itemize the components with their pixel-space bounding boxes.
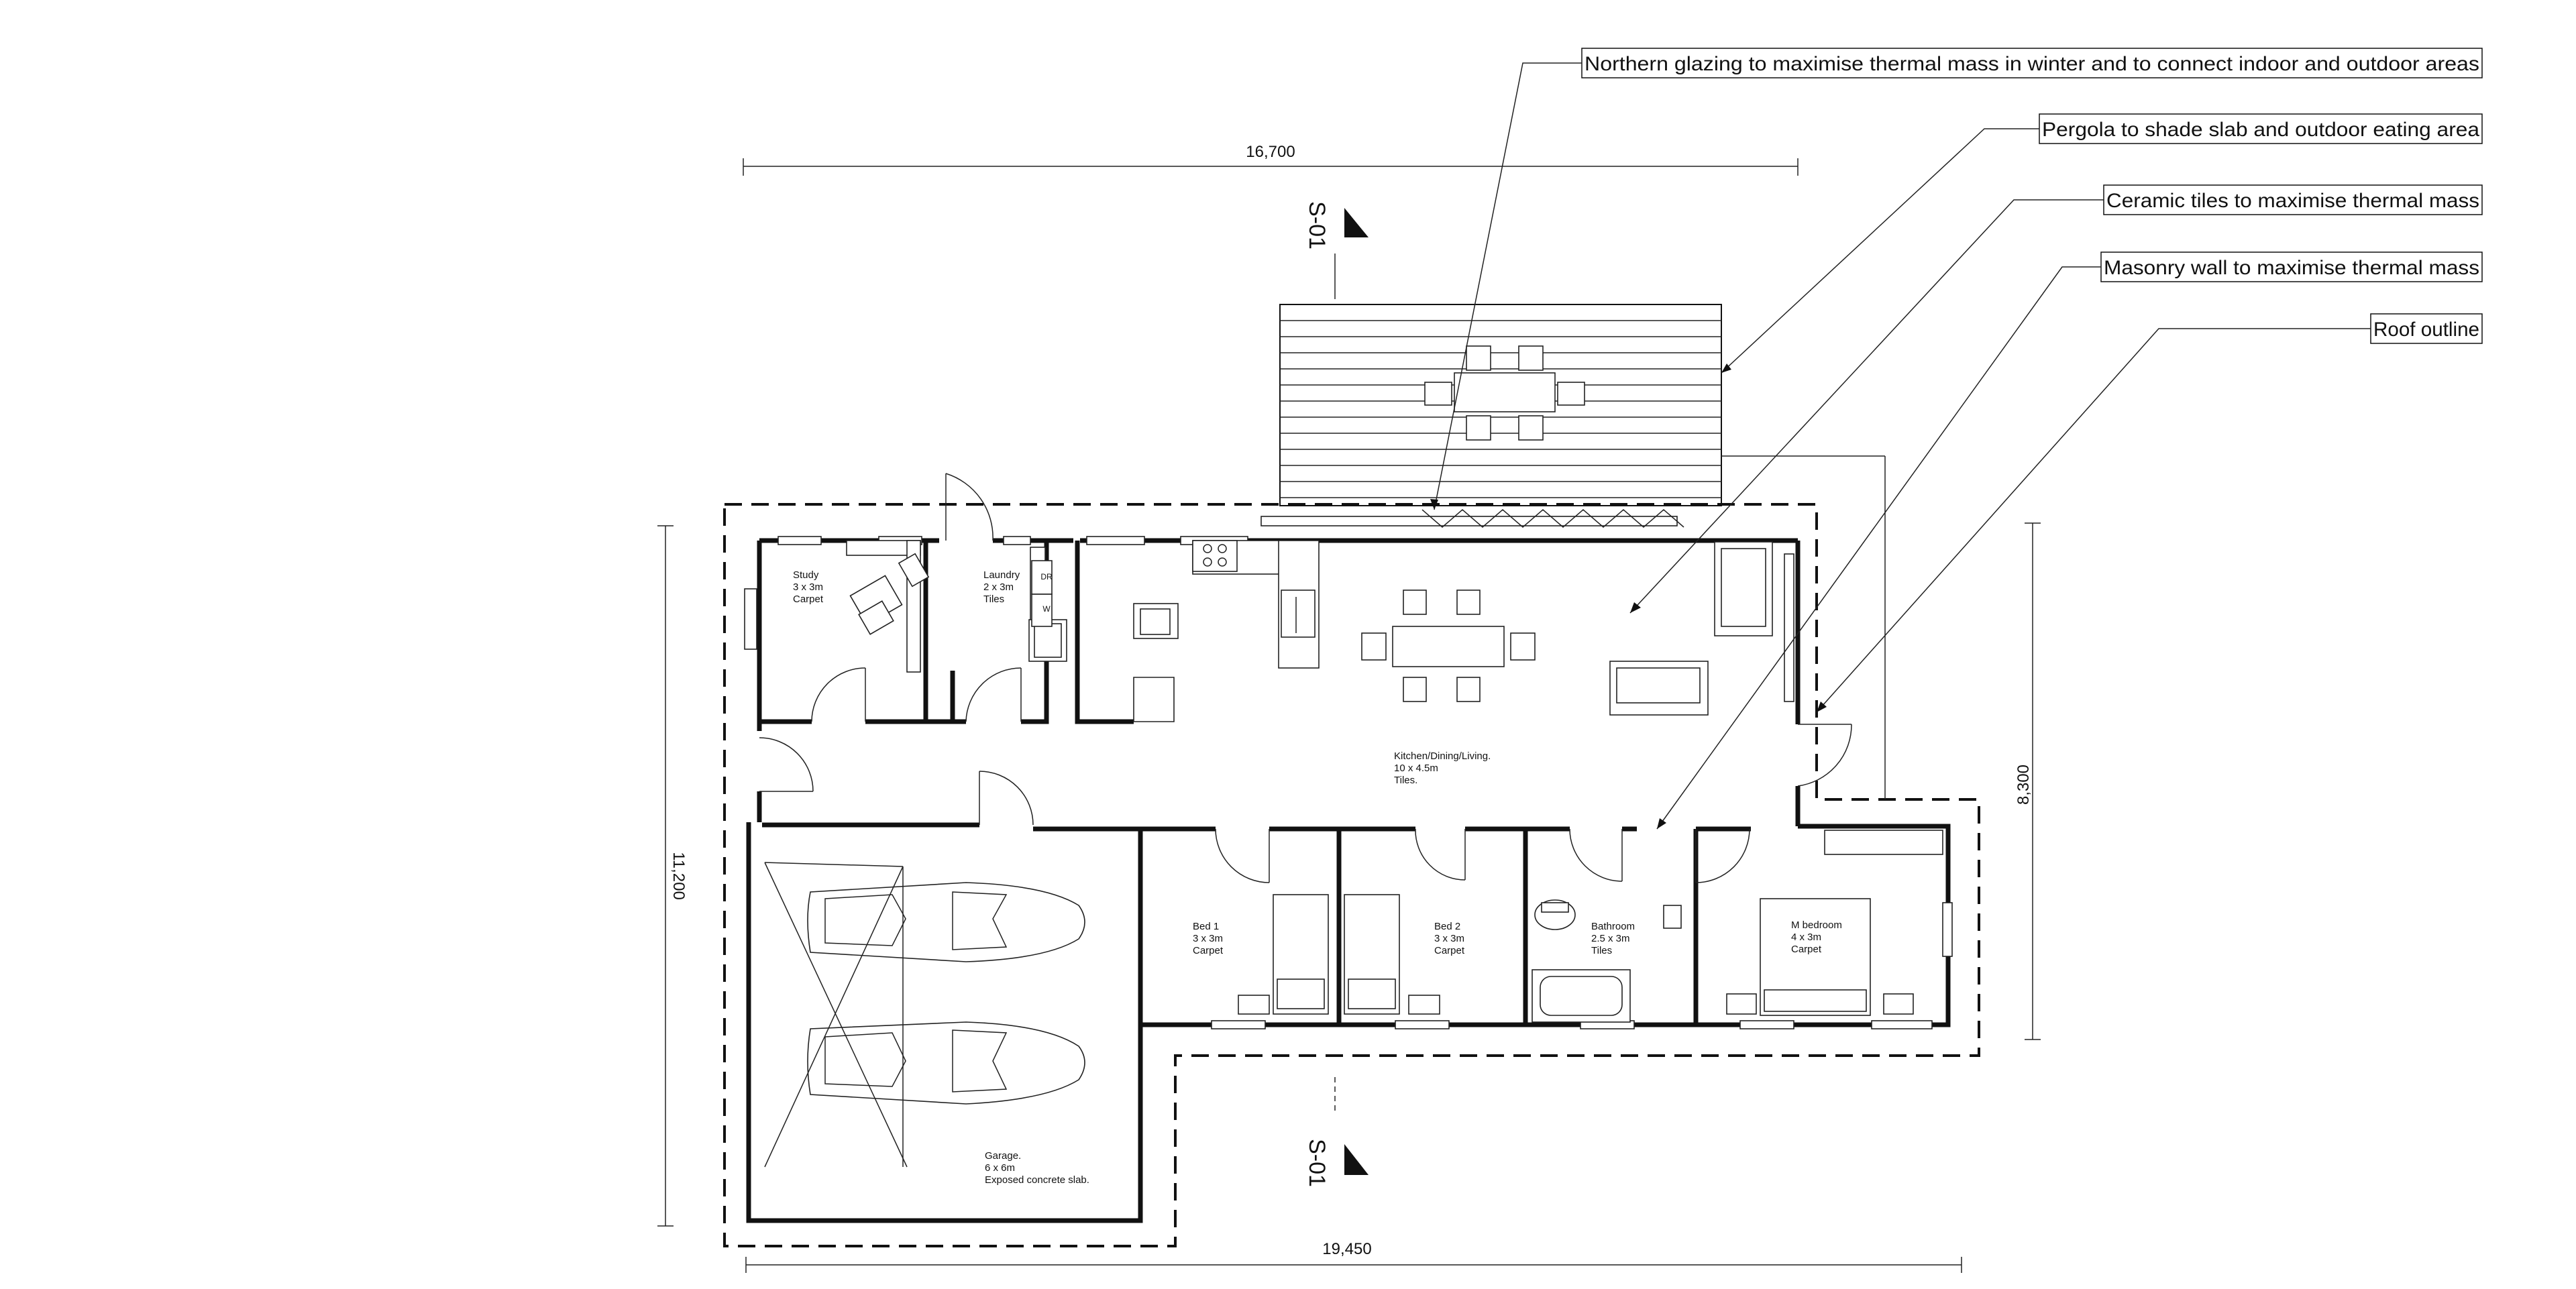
car-upper (807, 882, 1085, 962)
dimension-bottom-label: 19,450 (1322, 1240, 1371, 1258)
svg-text:10 x 4.5m: 10 x 4.5m (1394, 763, 1438, 774)
callout-ceramic-tiles-text: Ceramic tiles to maximise thermal mass (2106, 190, 2479, 212)
callout-northern-glazing: Northern glazing to maximise thermal mas… (1430, 48, 2483, 510)
bathroom-label: Bathroom 2.5 x 3m Tiles (1591, 921, 1635, 956)
bed-1-label: Bed 1 3 x 3m Carpet (1193, 921, 1224, 956)
callout-pergola-text: Pergola to shade slab and outdoor eating… (2042, 119, 2479, 141)
outdoor-dining-table (1424, 345, 1585, 441)
section-mark-bottom: S-01 (1304, 1077, 1368, 1187)
svg-text:Carpet: Carpet (1434, 945, 1465, 956)
svg-text:Kitchen/Dining/Living.: Kitchen/Dining/Living. (1394, 750, 1491, 762)
svg-text:3 x 3m: 3 x 3m (1434, 933, 1464, 944)
washer-label: W (1042, 604, 1051, 614)
exterior-walls (746, 538, 1951, 1223)
svg-text:Carpet: Carpet (1791, 944, 1822, 955)
svg-text:2.5 x 3m: 2.5 x 3m (1591, 933, 1630, 944)
dimension-bottom: 19,450 (745, 1240, 1962, 1273)
dimension-top: 16,700 (743, 143, 1799, 176)
roof-outline (723, 503, 1980, 1247)
svg-text:Carpet: Carpet (1193, 945, 1224, 956)
svg-text:M bedroom: M bedroom (1791, 919, 1842, 931)
study-label: Study 3 x 3m Carpet (793, 569, 824, 605)
svg-text:3 x 3m: 3 x 3m (1193, 933, 1223, 944)
svg-text:Carpet: Carpet (793, 594, 824, 605)
laundry-label: Laundry 2 x 3m Tiles (983, 569, 1020, 605)
svg-text:3 x 3m: 3 x 3m (793, 581, 823, 593)
callout-roof-outline: Roof outline (1816, 313, 2483, 713)
kitchen-fixtures (1133, 540, 1320, 722)
dimension-left: 11,200 (657, 525, 688, 1227)
dining-table (1361, 590, 1536, 702)
callout-ceramic-tiles: Ceramic tiles to maximise thermal mass (1629, 184, 2483, 614)
section-mark-top: S-01 (1304, 201, 1368, 299)
dimension-right: 8,300 (2015, 522, 2041, 1040)
svg-text:Study: Study (793, 569, 819, 581)
laundry-fixtures: DR W (1028, 547, 1067, 662)
svg-text:Tiles.: Tiles. (1394, 775, 1417, 786)
svg-text:Bed 1: Bed 1 (1193, 921, 1219, 932)
bed-2-label: Bed 2 3 x 3m Carpet (1434, 921, 1465, 956)
svg-text:Bed 2: Bed 2 (1434, 921, 1460, 932)
doors (759, 473, 1852, 883)
svg-text:2 x 3m: 2 x 3m (983, 581, 1014, 593)
dimension-top-label: 16,700 (1246, 143, 1295, 161)
svg-text:Exposed concrete slab.: Exposed concrete slab. (985, 1174, 1089, 1186)
svg-text:Laundry: Laundry (983, 569, 1020, 581)
callout-masonry-wall: Masonry wall to maximise thermal mass (1656, 251, 2483, 830)
svg-text:6 x 6m: 6 x 6m (985, 1162, 1015, 1174)
svg-text:Tiles: Tiles (1591, 945, 1612, 956)
dimension-right-label: 8,300 (2015, 765, 2033, 805)
bed-1 (1238, 894, 1329, 1015)
master-bed (1726, 830, 1943, 1016)
callout-northern-glazing-text: Northern glazing to maximise thermal mas… (1585, 53, 2479, 75)
car-lower (807, 1021, 1085, 1105)
garage-door-swing (764, 862, 908, 1168)
svg-text:4 x 3m: 4 x 3m (1791, 932, 1821, 943)
pergola (1279, 304, 1722, 506)
study-furniture (846, 540, 930, 673)
section-mark-bottom-label: S-01 (1304, 1139, 1330, 1187)
callout-masonry-wall-text: Masonry wall to maximise thermal mass (2104, 257, 2479, 279)
master-bedroom-label: M bedroom 4 x 3m Carpet (1791, 919, 1842, 955)
sofa (1609, 541, 1773, 716)
svg-text:Bathroom: Bathroom (1591, 921, 1635, 932)
svg-text:Garage.: Garage. (985, 1150, 1021, 1162)
callout-roof-outline-text: Roof outline (2373, 319, 2479, 341)
living-label: Kitchen/Dining/Living. 10 x 4.5m Tiles. (1394, 750, 1491, 786)
bathroom-fixtures (1532, 899, 1682, 1023)
dimension-left-label: 11,200 (669, 852, 688, 900)
callout-pergola: Pergola to shade slab and outdoor eating… (1721, 113, 2483, 374)
bed-2 (1344, 894, 1440, 1015)
windows (744, 516, 1953, 1029)
garage-label: Garage. 6 x 6m Exposed concrete slab. (985, 1150, 1089, 1186)
section-mark-top-label: S-01 (1304, 201, 1330, 249)
svg-text:Tiles: Tiles (983, 594, 1004, 605)
dryer-label: DR (1040, 572, 1053, 581)
